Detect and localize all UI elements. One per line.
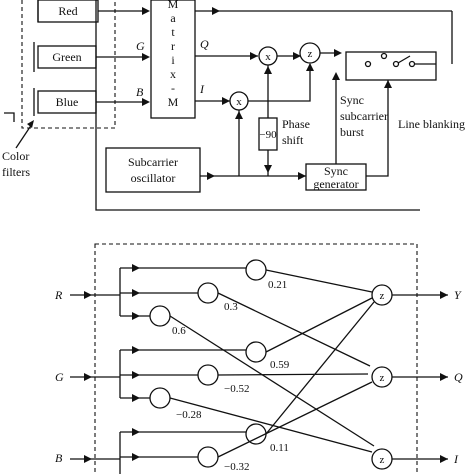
filter-blue-label: Blue (56, 95, 79, 109)
gain-b-q (197, 446, 219, 468)
coef-g-q: −0.52 (224, 383, 249, 395)
sync-generator-label-2: generator (313, 177, 358, 191)
subcarrier-oscillator-label-2: oscillator (131, 171, 176, 185)
switch-contact-4 (408, 60, 416, 68)
signal-g-label: G (136, 39, 145, 53)
phase-shift-value: −90 (259, 129, 277, 141)
summer-i-symbol: z (380, 454, 385, 466)
subcarrier-oscillator-label-1: Subcarrier (128, 155, 178, 169)
gain-r-i (149, 305, 171, 327)
filter-blue: Blue (37, 90, 97, 114)
summer-connections (169, 269, 375, 458)
matrix-letter: M (168, 0, 179, 11)
matrix-letter: x (170, 67, 176, 81)
switch-arm (397, 55, 411, 64)
output-q-label: Q (454, 370, 463, 384)
color-filters-label-1: Color (2, 149, 29, 163)
switch-contact-2 (380, 52, 388, 60)
matrix-letter: - (171, 81, 175, 95)
matrix-letter: r (171, 39, 175, 53)
camera-dashed-enclosure (21, 0, 116, 129)
matrix-detail-enclosure (94, 243, 418, 474)
multiplier-i-symbol: x (236, 96, 242, 108)
multiplier-q-symbol: x (265, 51, 271, 63)
gain-g-i (149, 387, 171, 409)
gain-r-q (197, 282, 219, 304)
matrix-letter: t (171, 25, 175, 39)
sync-burst-label-3: burst (340, 125, 365, 139)
color-filters-label-2: filters (2, 165, 30, 179)
gain-g-y (245, 341, 267, 363)
matrix-letter: M (168, 95, 179, 109)
color-filter-step (4, 112, 15, 122)
color-filter-arrowhead (27, 120, 34, 128)
output-y-label: Y (454, 288, 462, 302)
coef-r-i: 0.6 (172, 325, 186, 337)
wire-mult-i-to-sum (248, 64, 311, 102)
summer-q-symbol: z (380, 372, 385, 384)
coef-b-y: 0.11 (270, 442, 289, 454)
gain-g-q (197, 364, 219, 386)
gain-r-y (245, 259, 267, 281)
sync-generator-label-1: Sync (324, 164, 348, 178)
gain-b-y (245, 423, 267, 445)
matrix-letters: M a t r i x - M (168, 0, 179, 109)
sync-burst-label-2: subcarrier (340, 109, 388, 123)
line-blanking-label: Line blanking (398, 117, 465, 131)
matrix-block (150, 0, 196, 119)
switch-box (345, 51, 437, 81)
input-b-label: B (55, 451, 63, 465)
coef-g-i: −0.28 (176, 409, 202, 421)
switch-contact-3 (392, 60, 400, 68)
filter-red: Red (37, 0, 99, 23)
switch-contact-1 (364, 60, 372, 68)
coef-b-q: −0.32 (224, 461, 249, 473)
wire-sync-to-switch (366, 80, 389, 177)
sync-generator-block (305, 163, 367, 191)
output-i-label: I (453, 452, 459, 466)
signal-i-label: I (199, 82, 205, 96)
input-g-label: G (55, 370, 64, 384)
filter-green-label: Green (52, 50, 81, 64)
subcarrier-oscillator-block (105, 147, 201, 193)
summer-y-symbol: z (380, 290, 385, 302)
matrix-letter: a (170, 11, 176, 25)
filter-green: Green (37, 45, 97, 69)
signal-q-label: Q (200, 37, 209, 51)
signal-b-label: B (136, 85, 144, 99)
coef-r-y: 0.21 (268, 279, 287, 291)
coef-g-y: 0.59 (270, 359, 290, 371)
phase-shift-label-2: shift (282, 133, 304, 147)
sync-burst-label-1: Sync (340, 93, 364, 107)
wire-left-bus (95, 0, 420, 211)
input-r-label: R (54, 288, 63, 302)
sum-node-top-symbol: z (308, 48, 313, 60)
matrix-letter: i (171, 53, 175, 67)
coef-r-q: 0.3 (224, 301, 238, 313)
color-filter-pointer (15, 123, 33, 149)
phase-shift-label-1: Phase (282, 117, 310, 131)
filter-red-label: Red (58, 4, 77, 18)
